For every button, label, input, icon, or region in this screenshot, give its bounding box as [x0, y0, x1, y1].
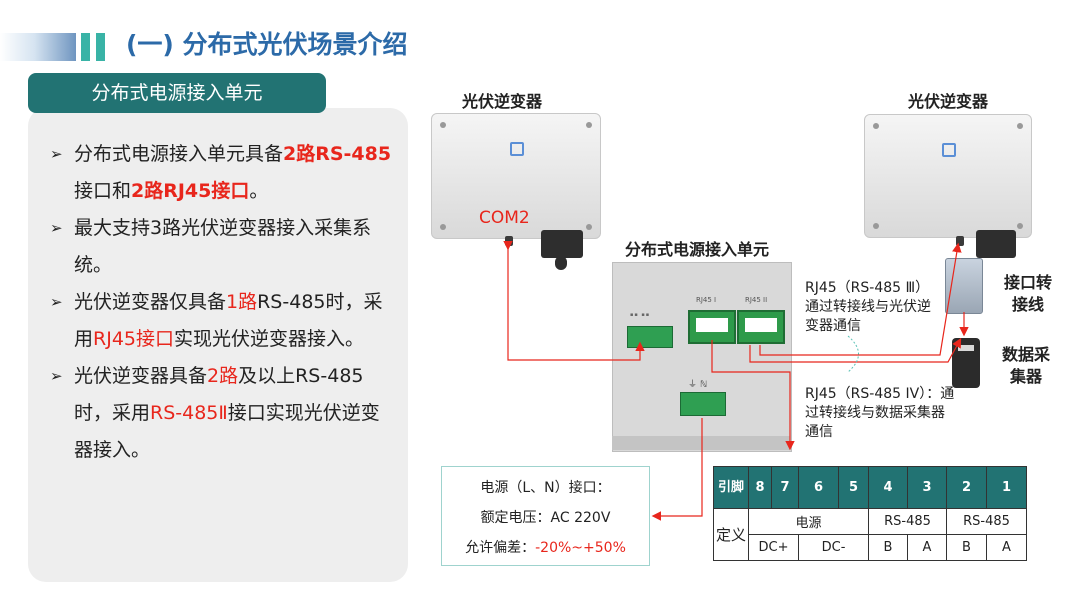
signal-cell: A	[986, 534, 1027, 561]
screw-icon	[440, 122, 446, 128]
inverter-left-label: 光伏逆变器	[462, 92, 543, 111]
signal-cell: A	[907, 534, 947, 561]
bullet-text: 接口和	[74, 180, 132, 202]
page-title: (一) 分布式光伏场景介绍	[126, 30, 408, 59]
def-label: 定义	[713, 508, 749, 561]
status-led-icon	[510, 142, 524, 156]
bullet-item: ➢ 最大支持3路光伏逆变器接入采集系统。	[50, 210, 395, 284]
hint-arrow	[847, 335, 859, 373]
pin-number: 5	[838, 466, 869, 509]
status-led-icon	[942, 143, 956, 157]
inverter-right	[864, 114, 1032, 238]
inverter-right-label: 光伏逆变器	[908, 92, 989, 111]
screw-icon	[873, 123, 879, 129]
header-accent-bar	[96, 33, 105, 61]
screw-icon	[1017, 223, 1023, 229]
header-accent-bar	[81, 33, 90, 61]
wire-rj45-pin-table	[711, 340, 795, 451]
collector-label: 数据采集器	[1001, 345, 1050, 386]
bullet-highlight: 2路	[207, 365, 239, 387]
note-rj45-485-4: RJ45（RS-485 IV）：通过转接线与数据采集器通信	[805, 386, 955, 440]
wire-rj45-inverter	[759, 242, 962, 356]
pin-number: 8	[748, 466, 772, 509]
wire-rj45-collector	[749, 337, 962, 363]
signal-cell: B	[946, 534, 987, 561]
bullet-highlight: 2路RJ45接口	[131, 180, 250, 202]
com2-label: COM2	[479, 208, 530, 228]
arrow-bullet-icon: ➢	[50, 145, 63, 163]
pin-header-label: 引脚	[713, 466, 749, 509]
inverter-left	[431, 113, 601, 239]
screw-icon	[440, 224, 446, 230]
collector-label-strip	[958, 345, 974, 351]
bullet-highlight: RJ45接口	[93, 328, 174, 350]
pin-number: 6	[798, 466, 839, 509]
content-card	[28, 108, 408, 582]
pin-number: 7	[771, 466, 799, 509]
pin-definition-table: 引脚 8 7 6 5 4 3 2 1 定义 电源 RS-485 RS-485 D…	[713, 466, 1027, 561]
bullet-item: ➢ 光伏逆变器仅具备1路RS-485时，采用RJ45接口实现光伏逆变器接入。	[50, 284, 395, 358]
bullet-list: ➢ 分布式电源接入单元具备2路RS-485接口和2路RJ45接口。 ➢ 最大支持…	[50, 136, 395, 469]
signal-cell: B	[868, 534, 908, 561]
screw-icon	[586, 122, 592, 128]
note-rj45-485-3: RJ45（RS-485 Ⅲ）通过转接线与光伏逆变器通信	[805, 280, 931, 334]
bullet-item: ➢ 光伏逆变器具备2路及以上RS-485时，采用RS-485Ⅱ接口实现光伏逆变器…	[50, 358, 395, 469]
power-line-2: 额定电压：AC 220V	[480, 510, 611, 526]
bullet-text: 光伏逆变器具备	[74, 365, 208, 387]
group-rs485: RS-485	[868, 508, 947, 535]
rj45-1-label: RJ45 I	[696, 296, 717, 304]
power-line-1: 电源（L、N）接口：	[480, 480, 611, 496]
rj45-2-label: RJ45 II	[745, 296, 768, 304]
bullet-item: ➢ 分布式电源接入单元具备2路RS-485 接口和2路RJ45接口。	[50, 136, 395, 210]
pin-number: 3	[907, 466, 947, 509]
power-tolerance-label: 允许偏差：	[465, 540, 536, 556]
bullet-text: 及以上RS-485时，采用	[74, 365, 364, 424]
group-rs485: RS-485	[946, 508, 1027, 535]
pin-number: 2	[946, 466, 987, 509]
adapter-label: 接口转接线	[1003, 273, 1052, 314]
wire-com2	[503, 240, 645, 361]
rj45-port-2	[737, 310, 785, 344]
rj45-port-1	[688, 310, 736, 344]
bullet-highlight: RS-485Ⅱ	[150, 402, 228, 424]
bullet-text: 接口实现光伏逆变器接入。	[74, 402, 380, 461]
bullet-text: RS-485时，采用	[74, 291, 383, 350]
bullet-highlight: 2路RS-485	[283, 143, 392, 165]
bullet-text: 最大支持3路光伏逆变器接入采集系统。	[74, 217, 372, 276]
pin-number: 4	[868, 466, 908, 509]
unit-label: 分布式电源接入单元	[625, 240, 770, 259]
bullet-text: 光伏逆变器仅具备	[74, 291, 227, 313]
arrow-bullet-icon: ➢	[50, 293, 63, 311]
section-tab: 分布式电源接入单元	[28, 73, 326, 113]
screw-icon	[873, 223, 879, 229]
rs485-port	[956, 236, 964, 246]
power-tolerance-value: -20%~+50%	[535, 540, 626, 556]
bullet-highlight: 1路	[226, 291, 258, 313]
screw-icon	[586, 224, 592, 230]
power-line-3: 允许偏差：-20%~+50%	[442, 533, 649, 563]
bullet-text: 实现光伏逆变器接入。	[174, 328, 365, 350]
bullet-text: 。	[249, 180, 269, 202]
bullet-text: 分布式电源接入单元具备	[74, 143, 284, 165]
power-terminal	[680, 392, 726, 416]
pin-number: 1	[986, 466, 1027, 509]
ac-connector	[976, 230, 1016, 258]
header-gradient-band	[0, 33, 76, 61]
power-info-box: 电源（L、N）接口： 额定电压：AC 220V 允许偏差：-20%~+50%	[441, 466, 650, 566]
wire-power	[651, 418, 703, 521]
signal-cell: DC-	[798, 534, 869, 561]
unit-base	[612, 436, 790, 450]
screw-icon	[1017, 123, 1023, 129]
group-power: 电源	[748, 508, 869, 535]
arrow-bullet-icon: ➢	[50, 367, 63, 385]
ln-markings: ⏚ ℕ	[688, 380, 708, 390]
signal-cell: DC+	[748, 534, 799, 561]
arrow-bullet-icon: ➢	[50, 219, 63, 237]
